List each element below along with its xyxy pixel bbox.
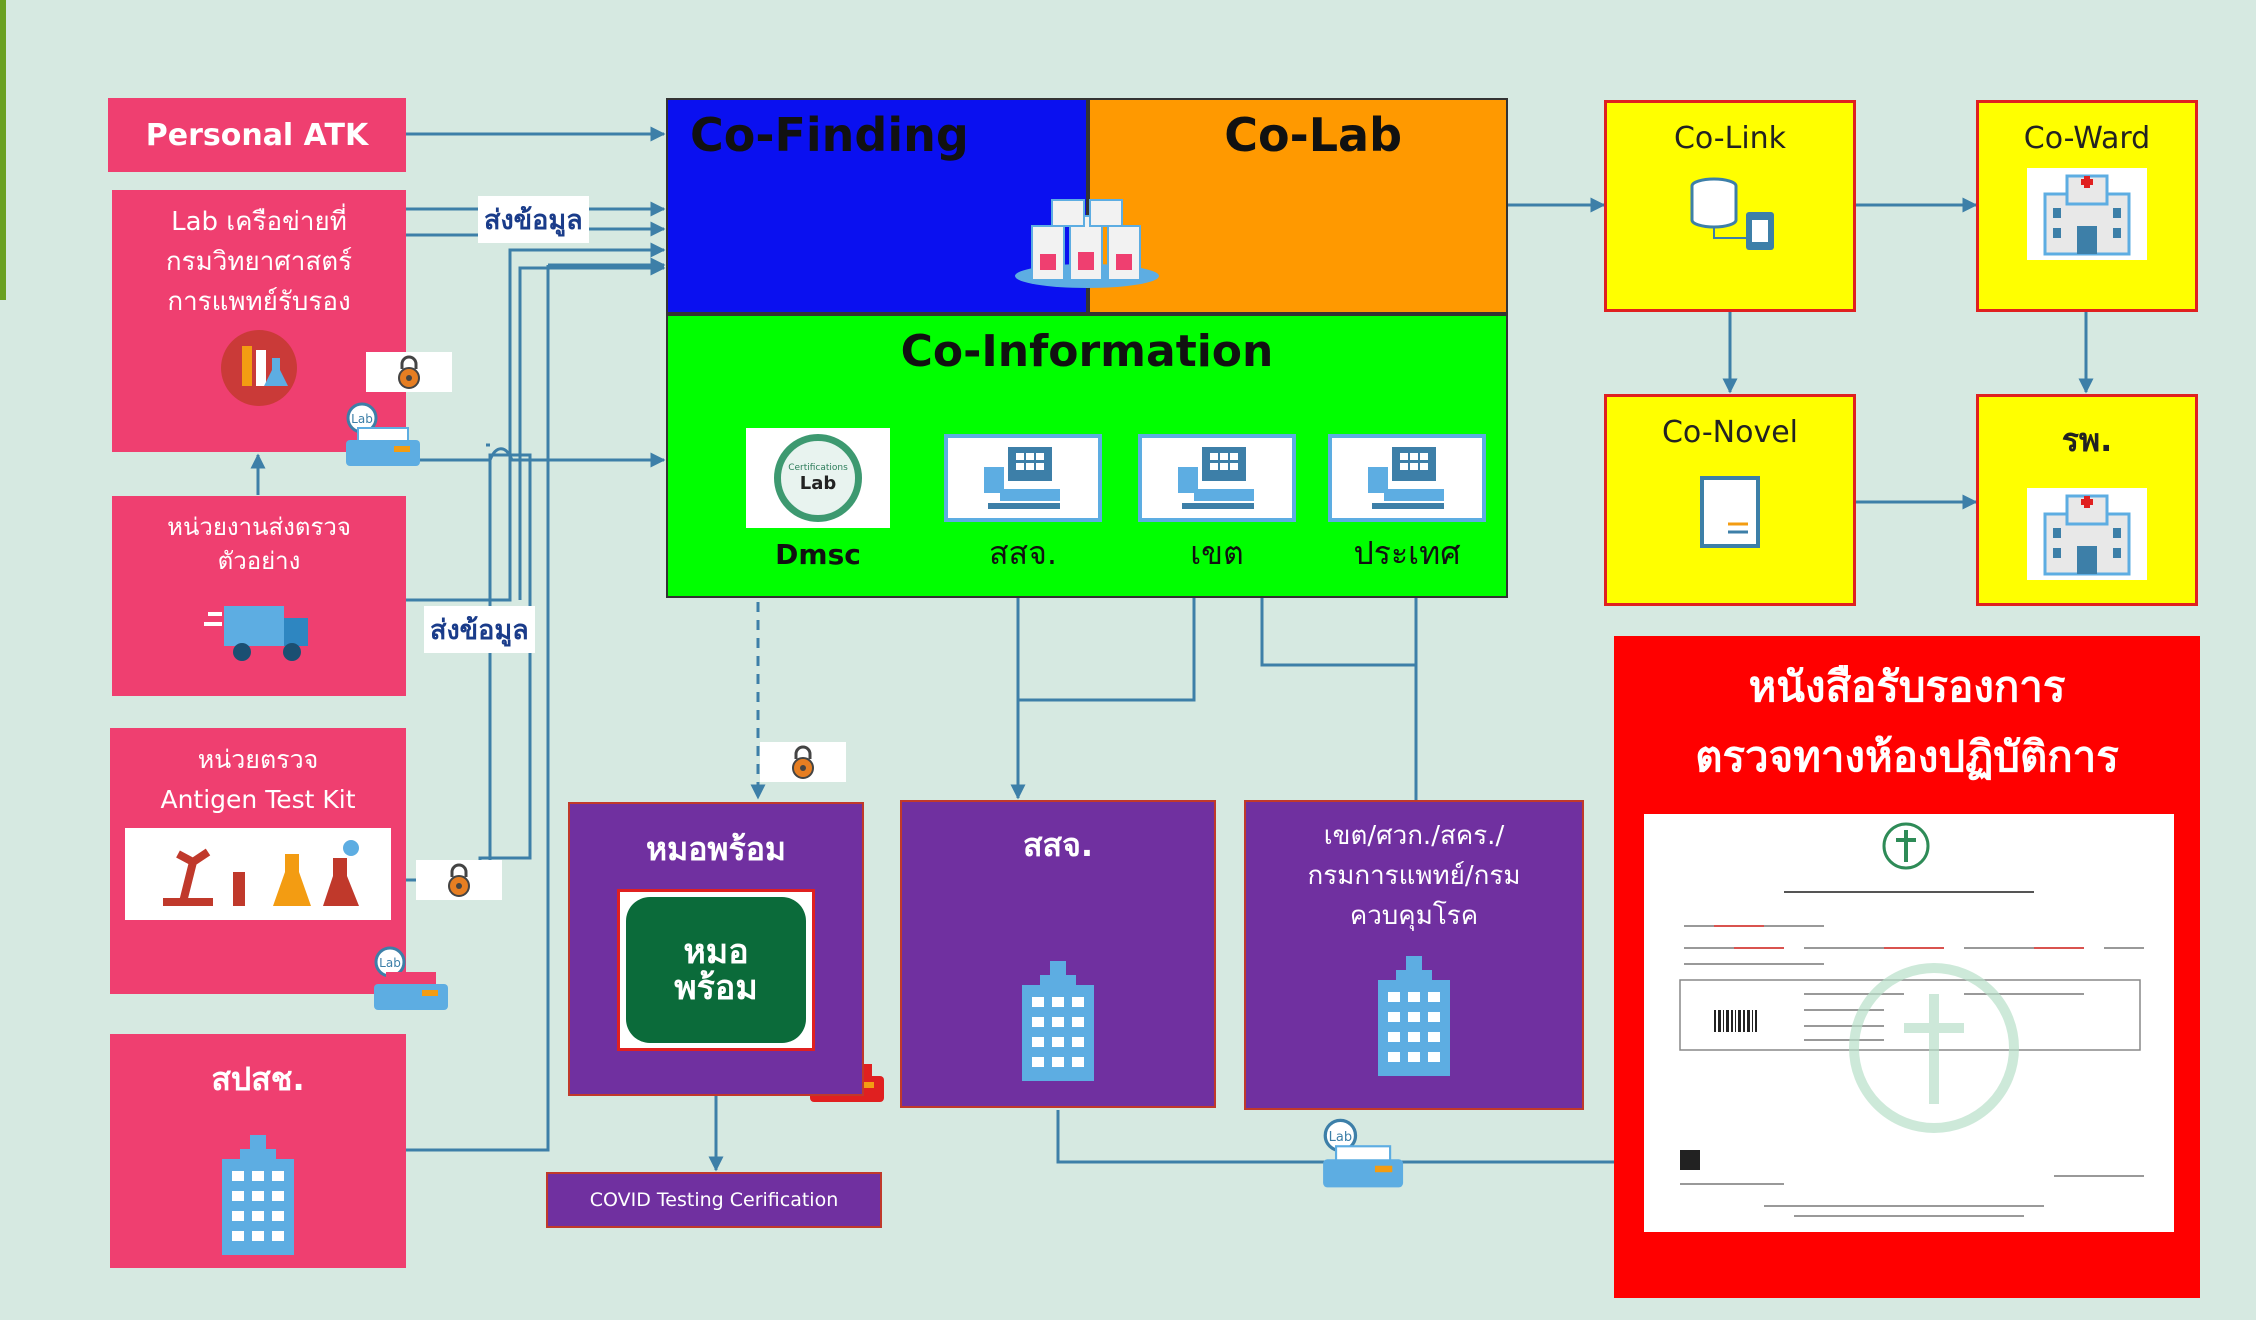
co-link-label: Co-Link [1673,121,1787,156]
sample-unit-box: หน่วยงานส่งตรวจ ตัวอย่าง [112,496,406,696]
padlock-icon [398,355,420,389]
mor-prom-label: หมอพร้อม [646,830,786,868]
mor-prom-box: หมอพร้อม หมอ พร้อม [568,802,864,1096]
padlock-icon [792,745,814,779]
computer-network-icon [984,447,1060,509]
region-agencies-box: เขต/ศวก./สคร./ กรมการแพทย์/กรม ควบคุมโรค [1244,800,1584,1110]
lab-flask-icon [221,330,297,406]
mor-prom-app-icon[interactable]: หมอ พร้อม [617,889,815,1051]
svg-text:Lab: Lab [379,956,401,970]
certification-seal-icon: Certifications Lab [774,434,862,522]
left-accent-bar [0,0,6,300]
spsch-label: สปสช. [211,1060,305,1098]
microscope-icon [163,840,359,906]
hospital-label: รพ. [2061,421,2113,459]
certificate-preview [1679,822,2144,1217]
svg-text:Lab: Lab [1329,1130,1352,1145]
building-icon [1022,961,1094,1081]
certificate-title: หนังสือรับรองการ ตรวจทางห้องปฏิบัติการ [1695,662,2119,781]
database-link-icon [1690,177,1774,250]
co-ward-box: Co-Ward [1976,100,2198,312]
padlock-lab [366,352,452,392]
servers-icon [1015,199,1159,288]
co-information-box: Co-Information Certifications Lab Dmsc ส… [666,314,1508,598]
co-finding-label: Co-Finding [690,108,969,162]
mor-prom-app-line1: หมอ [683,932,749,972]
computer-network-icon [1368,447,1444,509]
sample-unit-label: หน่วยงานส่งตรวจ ตัวอย่าง [167,513,351,575]
info-item-dmsc: Dmsc [775,538,861,571]
hospital-icon [2027,168,2147,260]
send-data-label-bottom: ส่งข้อมูล [424,606,535,653]
printer-icon-antigen: Lab [374,946,448,1010]
computer-tile-country [1328,434,1486,522]
mor-prom-app-tile: หมอ พร้อม [626,897,806,1043]
printer-icon-lab: Lab [346,402,420,466]
spsch-box: สปสช. [110,1034,406,1268]
ssj-label: สสจ. [1023,826,1093,864]
computer-tile-ssj [944,434,1102,522]
covid-cert-label: COVID Testing Cerification [589,1189,839,1211]
delivery-truck-icon [204,606,308,661]
computer-tile-region [1138,434,1296,522]
hospital-icon [2027,488,2147,580]
building-icon [222,1135,294,1255]
info-item-ssj: สสจ. [989,534,1057,572]
region-agencies-label: เขต/ศวก./สคร./ กรมการแพทย์/กรม ควบคุมโรค [1307,821,1521,931]
antigen-unit-label: หน่วยตรวจ Antigen Test Kit [160,745,356,814]
hospital-box: รพ. [1976,394,2198,606]
printer-icon-center: Lab [1323,1118,1404,1188]
co-novel-box: Co-Novel [1604,394,1856,606]
padlock-icon [448,863,470,897]
info-item-country: ประเทศ [1353,534,1461,572]
co-ward-label: Co-Ward [2023,121,2151,156]
padlock-mor-prom [760,742,846,782]
personal-atk-label: Personal ATK [145,117,369,153]
antigen-unit-box: หน่วยตรวจ Antigen Test Kit [110,728,406,994]
co-lab-label: Co-Lab [1224,108,1402,162]
cert-badge-main-text: Lab [799,472,837,494]
certification-lab-badge: Certifications Lab [746,428,890,528]
svg-text:Lab: Lab [351,412,373,426]
document-icon [1700,476,1760,548]
building-icon [1378,956,1450,1076]
computer-network-icon [1178,447,1254,509]
mor-prom-app-line2: พร้อม [674,968,758,1008]
personal-atk-box: Personal ATK [108,98,406,172]
co-link-box: Co-Link [1604,100,1856,312]
certificate-box: หนังสือรับรองการ ตรวจทางห้องปฏิบัติการ [1614,636,2200,1298]
lab-network-label: Lab เครือข่ายที่ กรมวิทยาศาสตร์ การแพทย์… [165,207,353,317]
cert-badge-top-text: Certifications [788,462,848,473]
lab-equipment-image [125,828,391,920]
co-finding-box: Co-Finding [666,98,1088,314]
co-information-label: Co-Information [900,326,1274,377]
info-item-region: เขต [1190,534,1244,572]
co-lab-box: Co-Lab [1088,98,1508,314]
certificate-document-image [1644,814,2174,1232]
co-novel-label: Co-Novel [1661,415,1799,450]
ssj-box: สสจ. [900,800,1216,1108]
covid-cert-box: COVID Testing Cerification [546,1172,882,1228]
padlock-antigen [416,860,502,900]
send-data-label-top: ส่งข้อมูล [478,196,589,243]
